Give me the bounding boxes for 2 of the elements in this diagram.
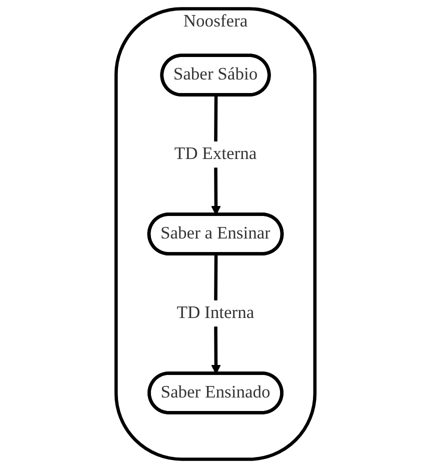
edge-label: TD Interna	[176, 304, 254, 322]
edge-label: TD Externa	[174, 144, 257, 164]
